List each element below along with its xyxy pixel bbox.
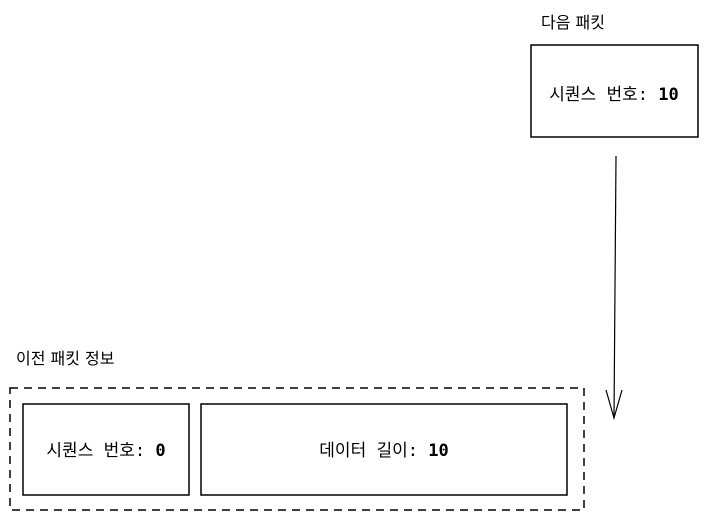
prev-seq-box [22,403,190,496]
next-packet-title: 다음 패킷 [541,13,605,32]
arrow [605,155,623,421]
prev-packet-title: 이전 패킷 정보 [16,349,115,368]
prev-seq-text: 시퀀스 번호: 0 [46,441,165,461]
next-packet-box [530,44,699,138]
next-packet-seq: 시퀀스 번호: 10 [549,85,678,105]
prev-length-box [200,403,568,496]
prev-length-text: 데이터 길이: 10 [319,441,448,461]
prev-packet-group [9,387,585,511]
